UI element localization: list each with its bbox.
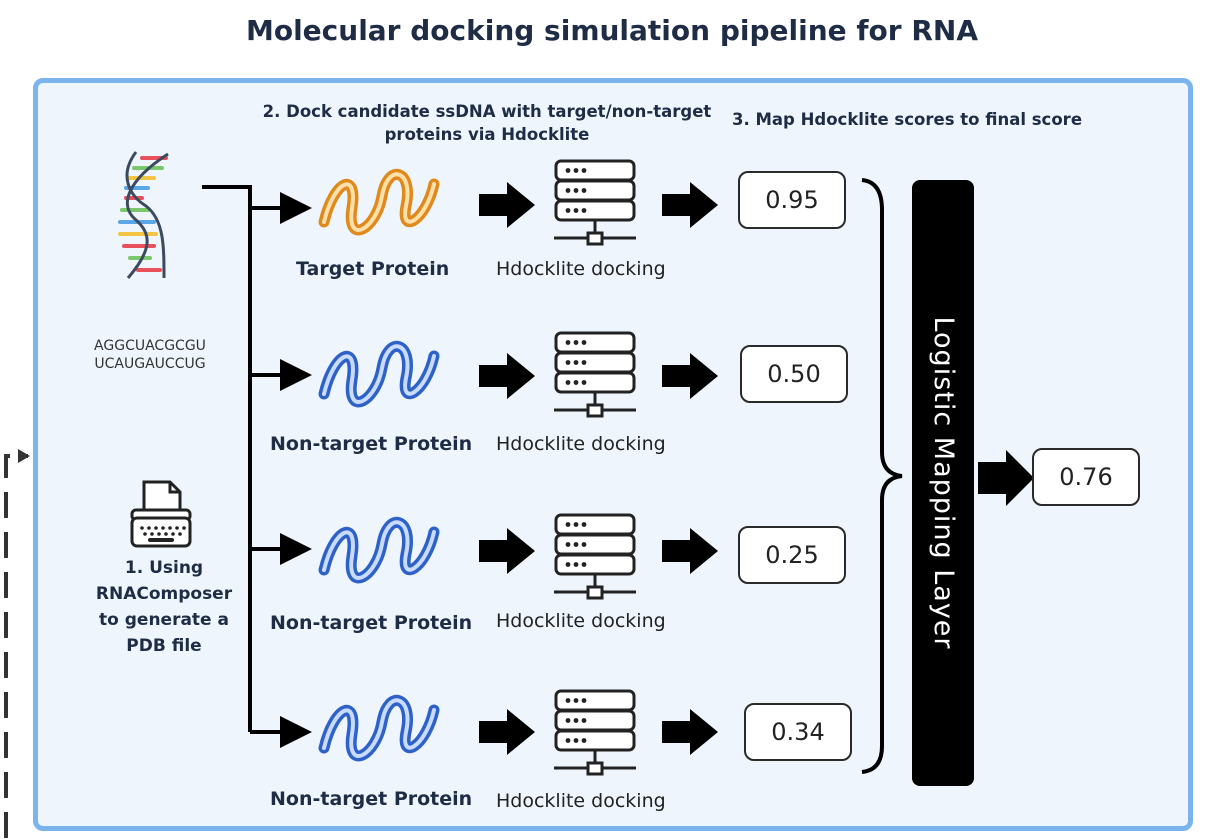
protein-helix-icon (318, 694, 440, 762)
feedback-arrowhead (18, 449, 30, 463)
mapping-layer-label: Logistic Mapping Layer (928, 316, 959, 650)
final-arrow-icon (978, 450, 1034, 506)
score-brace (861, 178, 903, 774)
docking-label: Hdocklite docking (496, 258, 666, 280)
protein-label: Non-target Protein (270, 433, 473, 455)
step1-label: 1. Using RNAComposer to generate a PDB f… (84, 555, 244, 659)
protein-label: Target Protein (296, 258, 450, 280)
docking-label: Hdocklite docking (496, 610, 666, 632)
sequence-line: UCAUGAUCCUG (94, 356, 206, 372)
arrow-right-icon (662, 709, 718, 755)
protein-helix-icon (318, 168, 440, 236)
step3-label: 3. Map Hdocklite scores to final score (731, 110, 1083, 129)
step1-line: 1. Using (124, 558, 204, 578)
dna-helix-icon (118, 151, 169, 279)
server-rack-icon (554, 159, 636, 246)
arrow-right-icon (479, 528, 535, 574)
docking-label: Hdocklite docking (496, 433, 666, 455)
docking-label: Hdocklite docking (496, 790, 666, 812)
feedback-dashed-line (4, 454, 28, 838)
protein-helix-icon (318, 516, 440, 584)
score-box: 0.95 (738, 171, 846, 229)
protein-label: Non-target Protein (270, 612, 473, 634)
arrow-right-icon (479, 709, 535, 755)
protein-helix-icon (318, 340, 440, 408)
typewriter-document-icon (130, 480, 192, 548)
protein-label: Non-target Protein (270, 788, 473, 810)
score-box: 0.34 (744, 703, 852, 761)
server-rack-icon (554, 689, 636, 776)
arrow-right-icon (479, 353, 535, 399)
arrow-right-icon (662, 353, 718, 399)
sequence-line: AGGCUACGCGU (94, 338, 206, 354)
step1-line: to generate a (99, 610, 229, 630)
server-rack-icon (554, 513, 636, 600)
step1-line: PDB file (126, 636, 202, 656)
logistic-mapping-layer (912, 180, 974, 786)
score-box: 0.25 (738, 526, 846, 584)
diagram-title: Molecular docking simulation pipeline fo… (245, 14, 979, 47)
server-rack-icon (554, 331, 636, 418)
step1-line: RNAComposer (95, 584, 233, 604)
arrow-right-icon (662, 528, 718, 574)
arrow-right-icon (479, 182, 535, 228)
final-score-box: 0.76 (1032, 448, 1140, 506)
arrow-right-icon (662, 182, 718, 228)
score-box: 0.50 (740, 345, 848, 403)
step2-label: 2. Dock candidate ssDNA with target/non-… (262, 102, 712, 144)
rna-sequence: AGGCUACGCGU UCAUGAUCCUG (60, 337, 240, 373)
